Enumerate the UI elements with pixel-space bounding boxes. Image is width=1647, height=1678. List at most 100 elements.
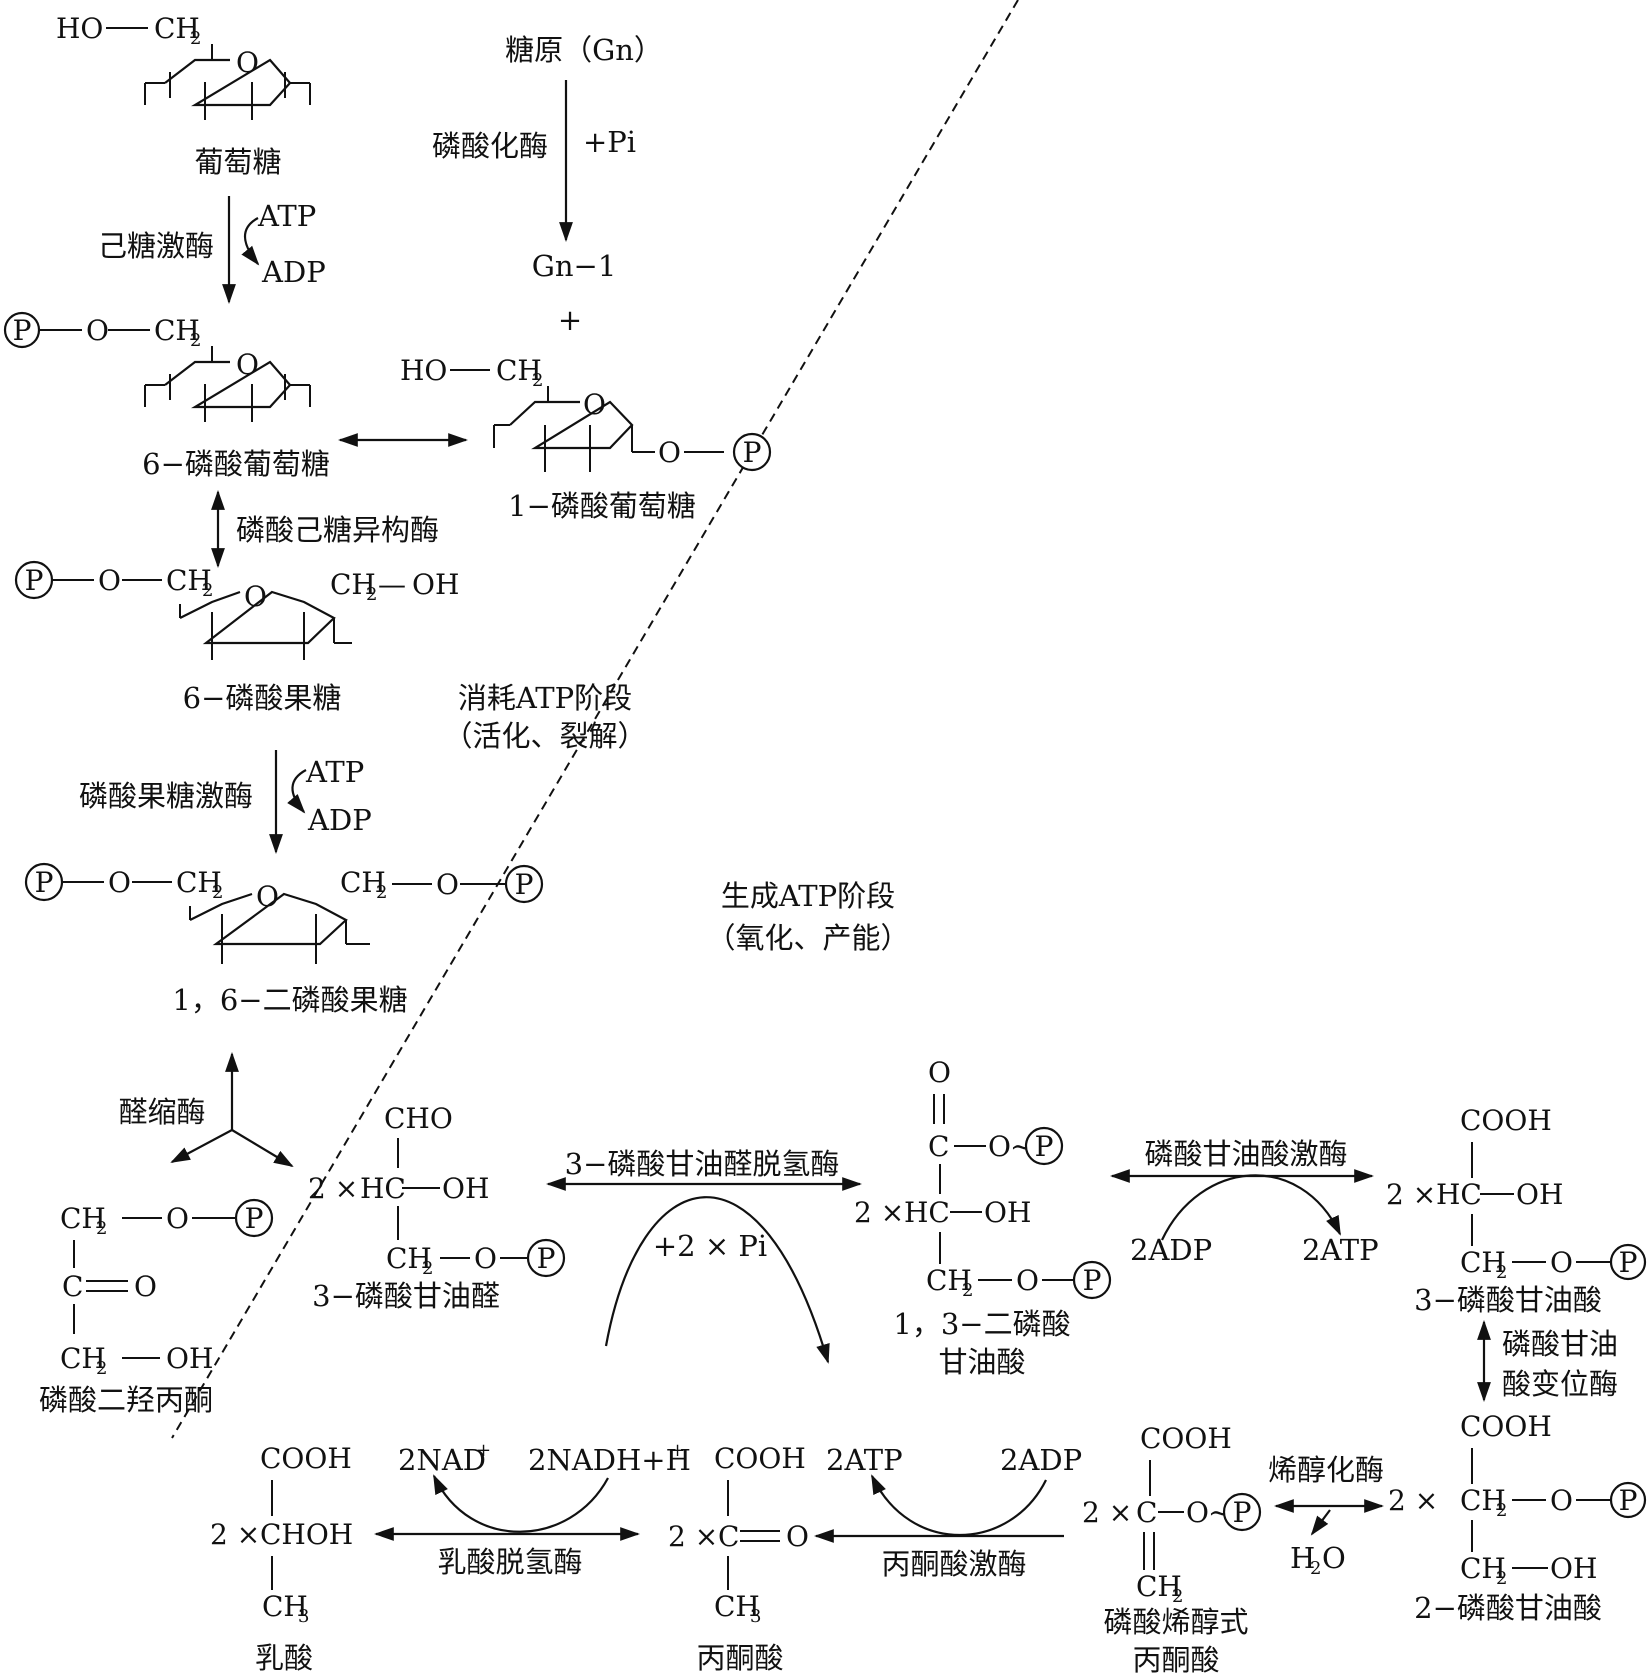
svg-text:CH: CH [154, 314, 200, 347]
svg-text:O: O [1016, 1264, 1039, 1297]
svg-text:O: O [244, 580, 267, 613]
pg2-label: 2−磷酸甘油酸 [1414, 1591, 1602, 1625]
svg-text:P: P [1619, 1484, 1638, 1517]
g3p-dehydrogenase-label: 3−磷酸甘油醛脱氢酶 [565, 1147, 840, 1181]
enolase-label: 烯醇化酶 [1268, 1453, 1384, 1487]
arrow-aldolase-right [231, 1129, 294, 1168]
pg3-label: 3−磷酸甘油酸 [1414, 1283, 1602, 1317]
svg-text:OH: OH [412, 568, 459, 601]
pyruvate-structure: COOH 2 × C O CH 3 [668, 1442, 809, 1627]
svg-text:C: C [718, 1520, 739, 1553]
svg-text:3: 3 [750, 1606, 761, 1627]
svg-text:2: 2 [422, 1258, 433, 1279]
svg-text:CH: CH [1460, 1246, 1506, 1279]
phosphorylase-label: 磷酸化酶 [432, 129, 548, 163]
svg-text:P: P [35, 866, 54, 899]
pgm-label-line2: 酸变位酶 [1502, 1367, 1618, 1401]
svg-text:O: O [108, 866, 131, 899]
consume-stage-subtitle: （活化、裂解） [443, 719, 646, 753]
svg-text:CH: CH [926, 1264, 972, 1297]
svg-text:CH: CH [386, 1242, 432, 1275]
pgk-label: 磷酸甘油酸激酶 [1144, 1137, 1347, 1171]
arrow-aldolase-left [170, 1129, 233, 1163]
nad-plus-superscript: + [476, 1440, 491, 1461]
hexokinase-label: 己糖激酶 [98, 229, 214, 263]
svg-text:2 ×: 2 × [1082, 1496, 1132, 1529]
phosphohexose-isomerase-label: 磷酸己糖异构酶 [236, 513, 439, 547]
svg-text:2: 2 [190, 330, 201, 351]
adp-label-1: ADP [261, 255, 326, 289]
svg-text:O: O [134, 1270, 157, 1303]
svg-text:P: P [537, 1242, 556, 1275]
bpg13-label-line2: 甘油酸 [938, 1345, 1025, 1379]
glucose-structure: HO CH 2 O [56, 12, 311, 120]
svg-text:2: 2 [1496, 1568, 1507, 1589]
atp-adp-curve-1 [241, 217, 260, 266]
svg-text:HC: HC [1436, 1178, 1482, 1211]
svg-text:P: P [743, 436, 762, 469]
nad-label: 2NAD [398, 1443, 486, 1477]
svg-text:O: O [98, 564, 121, 597]
svg-text:2: 2 [1172, 1586, 1183, 1607]
stage-divider-line [171, 0, 1019, 1439]
g6p-structure: P O CH 2 O [3, 311, 311, 422]
svg-text:C: C [1136, 1496, 1157, 1529]
atp-label-1: ATP [257, 199, 316, 233]
nadh-plus-superscript: + [670, 1440, 685, 1461]
svg-text:2: 2 [190, 28, 201, 49]
svg-text:OH: OH [984, 1196, 1031, 1229]
svg-text:CH: CH [496, 354, 542, 387]
generate-stage-title: 生成ATP阶段 [721, 879, 895, 913]
svg-text:2: 2 [366, 584, 377, 605]
svg-text:P: P [1619, 1246, 1638, 1279]
svg-text:OH: OH [442, 1172, 489, 1205]
pfk-label: 磷酸果糖激酶 [79, 779, 253, 813]
generate-stage-subtitle: （氧化、产能） [706, 921, 909, 955]
svg-text:O: O [658, 436, 681, 469]
pg3-structure: COOH 2 × HC OH CH 2 O P [1386, 1104, 1647, 1283]
svg-text:HO: HO [56, 12, 103, 45]
svg-text:O: O [583, 388, 606, 421]
svg-text:CH: CH [1460, 1552, 1506, 1585]
svg-text:P: P [1035, 1130, 1054, 1163]
glycogen-label: 糖原（Gn） [505, 33, 663, 67]
svg-text:COOH: COOH [260, 1442, 352, 1475]
pyruvate-kinase-label: 丙酮酸激酶 [881, 1547, 1026, 1581]
svg-text:2: 2 [962, 1280, 973, 1301]
svg-text:O: O [928, 1056, 951, 1089]
svg-text:CH: CH [1136, 1570, 1182, 1603]
water-label-o: O [1322, 1541, 1346, 1575]
ldh-label: 乳酸脱氢酶 [437, 1545, 582, 1579]
svg-text:CHOH: CHOH [260, 1518, 353, 1551]
adp-atp-curve-1 [1161, 1174, 1341, 1241]
svg-text:2: 2 [212, 882, 223, 903]
g6p-label: 6−磷酸葡萄糖 [142, 447, 330, 481]
consume-stage-title: 消耗ATP阶段 [458, 681, 632, 715]
svg-text:OH: OH [166, 1342, 213, 1375]
bpg13-label-line1: 1，3−二磷酸 [893, 1307, 1070, 1341]
dhap-label: 磷酸二羟丙酮 [39, 1383, 213, 1417]
svg-text:COOH: COOH [714, 1442, 806, 1475]
svg-text:CH: CH [340, 866, 386, 899]
pi-label: +Pi [583, 125, 636, 159]
water-arrow [1310, 1509, 1331, 1536]
svg-text:O: O [474, 1242, 497, 1275]
svg-text:O: O [1550, 1484, 1573, 1517]
svg-text:COOH: COOH [1460, 1104, 1552, 1137]
svg-text:2: 2 [202, 580, 213, 601]
two-atp-label-2: 2ATP [826, 1443, 903, 1477]
svg-text:P: P [25, 564, 44, 597]
svg-text:C: C [928, 1130, 949, 1163]
svg-text:P: P [1233, 1496, 1252, 1529]
svg-text:COOH: COOH [1140, 1422, 1232, 1455]
aldolase-label: 醛缩酶 [118, 1095, 205, 1129]
f6p-label: 6−磷酸果糖 [183, 681, 342, 715]
svg-text:P: P [13, 314, 32, 347]
f16bp-label: 1，6−二磷酸果糖 [172, 983, 407, 1017]
svg-text:C: C [62, 1270, 83, 1303]
svg-text:O: O [436, 868, 459, 901]
svg-text:O: O [236, 348, 259, 381]
glucose-label: 葡萄糖 [194, 145, 281, 179]
g3p-structure: CHO 2 × HC OH CH 2 O P [308, 1102, 566, 1279]
